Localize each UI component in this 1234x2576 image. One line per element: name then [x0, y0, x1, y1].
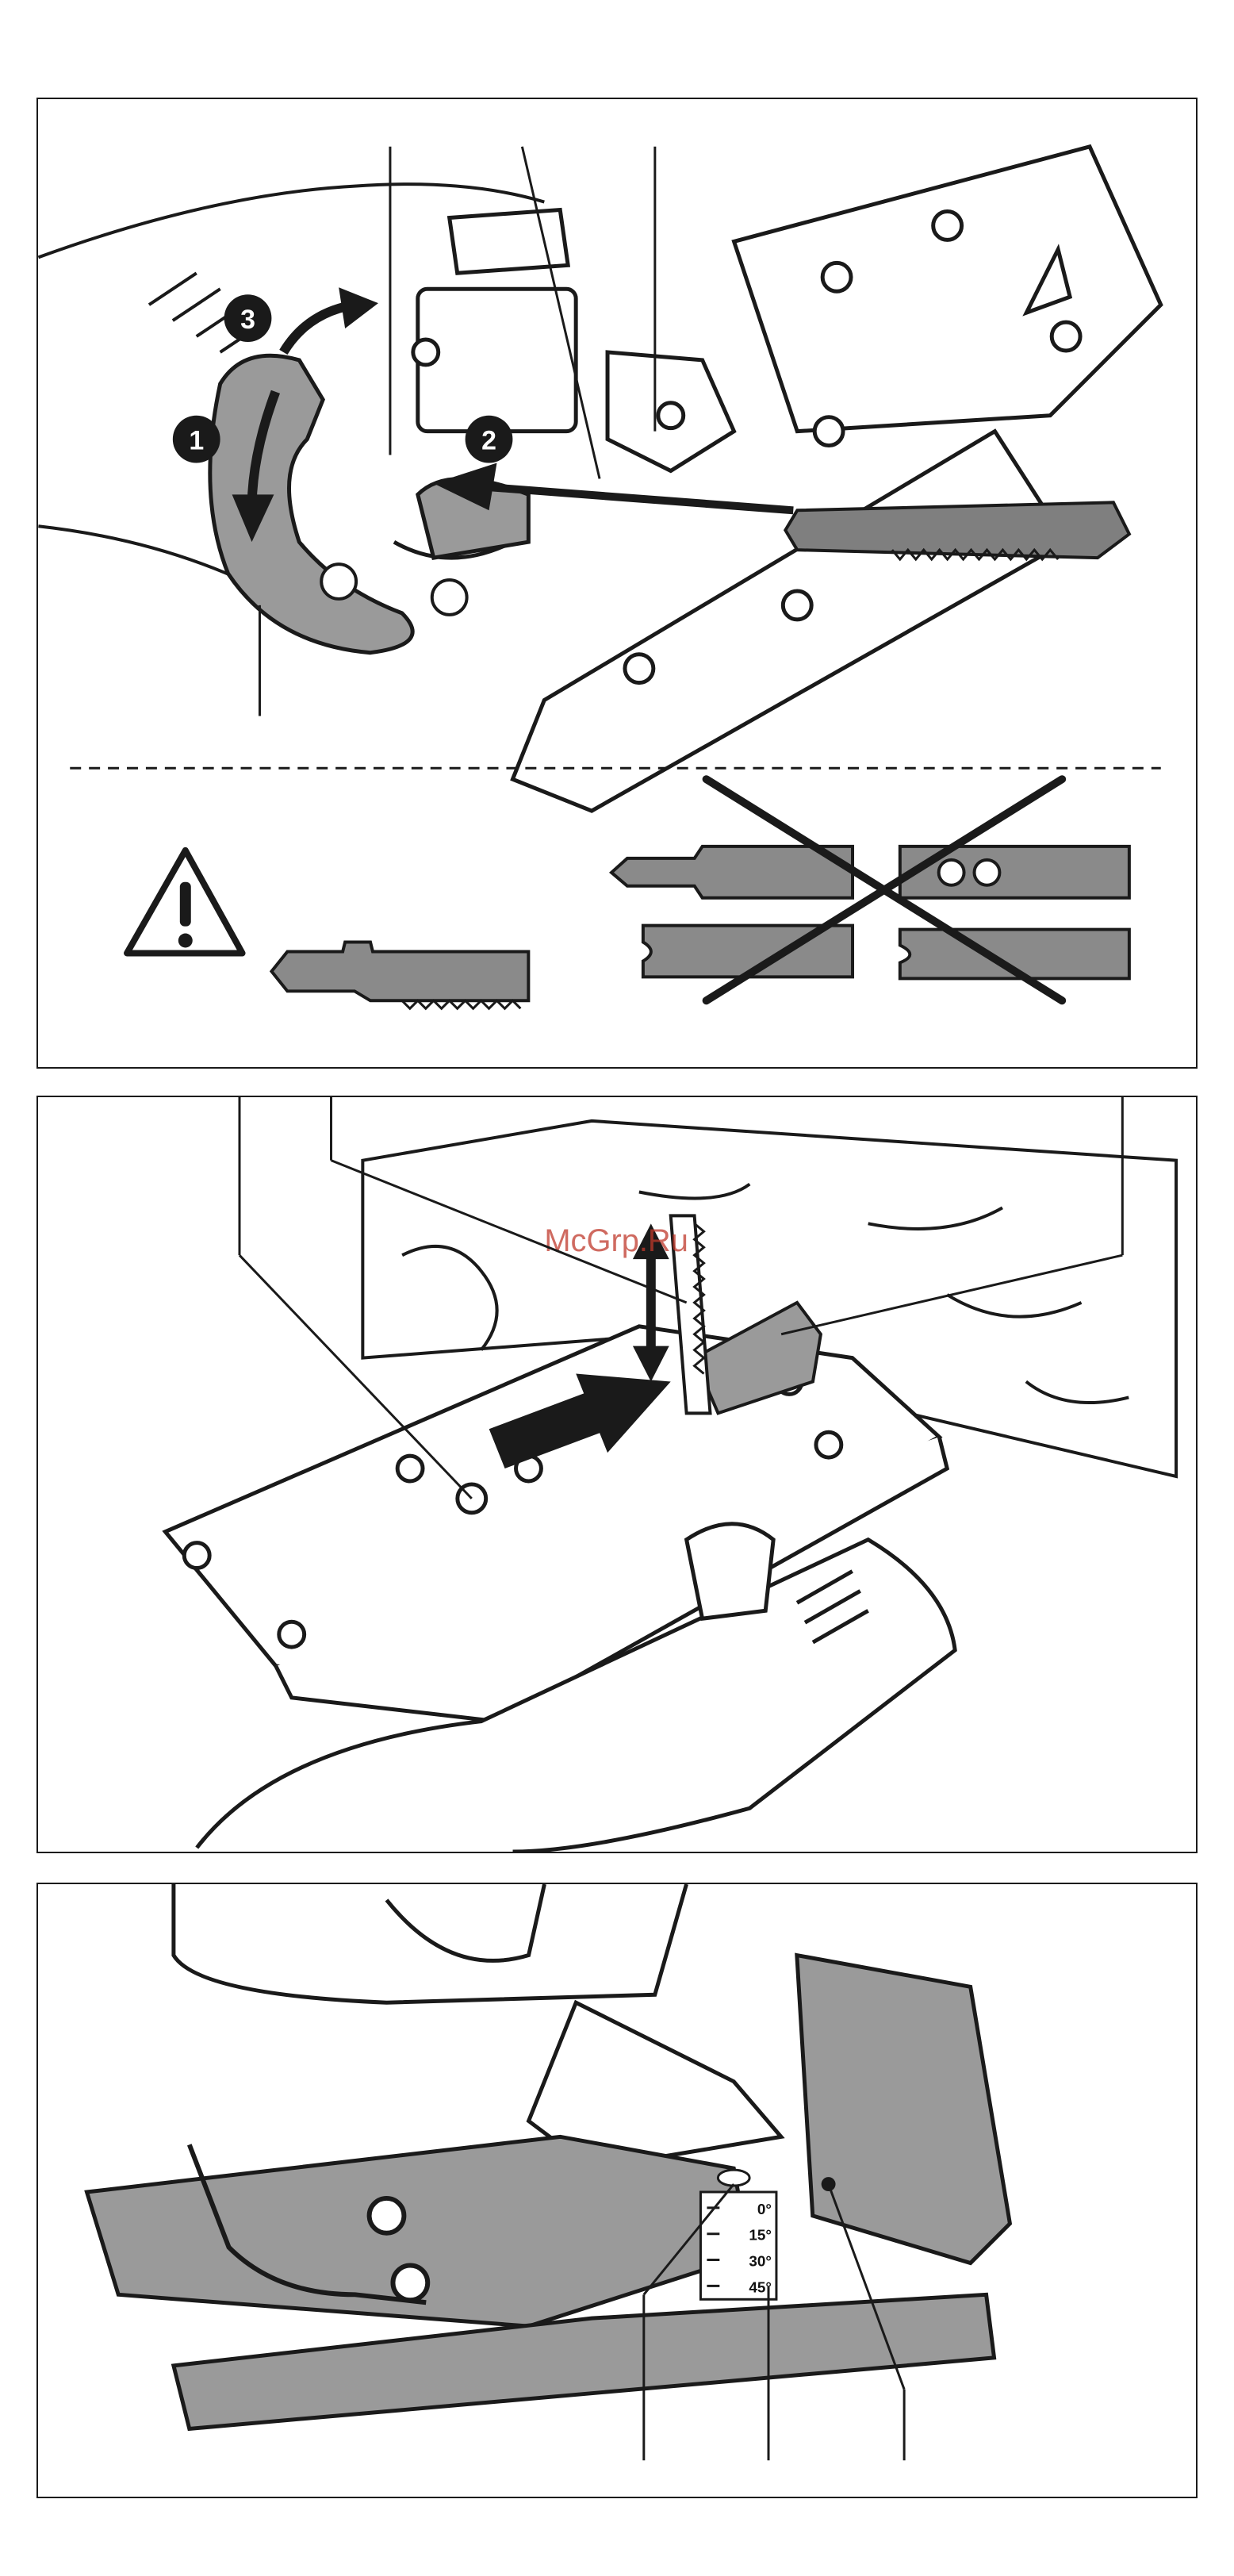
- baseplate-rail: [512, 147, 1160, 811]
- step-badge-1: 1: [173, 416, 220, 463]
- step-badge-2: 2: [466, 416, 513, 463]
- insert-arrow: [434, 463, 794, 510]
- bevel-scale-illustration: 0° 15° 30° 45°: [38, 1884, 1196, 2497]
- correct-blade-shank: [271, 942, 528, 1009]
- tool-body-outline: [174, 1884, 781, 2168]
- splinter-guard-illustration: McGrp.Ru: [38, 1097, 1196, 1852]
- incorrect-blade-shanks: [611, 847, 1129, 978]
- step-badge-3: 3: [224, 294, 272, 342]
- scale-mark-15: 15°: [749, 2228, 772, 2244]
- scale-mark-30: 30°: [749, 2254, 772, 2271]
- panel-splinter-guard: McGrp.Ru: [36, 1096, 1198, 1853]
- scale-mark-0: 0°: [757, 2202, 772, 2218]
- blade-change-illustration: 1 2 3: [38, 99, 1196, 1067]
- step-number-1: 1: [189, 426, 204, 456]
- rotate-arrow-up: [283, 287, 378, 352]
- panel-blade-change: 1 2 3: [36, 98, 1198, 1069]
- bevel-angle-scale: 0° 15° 30° 45°: [700, 2192, 776, 2299]
- baseplate-gray: [86, 1956, 1010, 2429]
- step-number-3: 3: [240, 305, 255, 335]
- saw-blade-insert: [785, 502, 1129, 559]
- step-number-2: 2: [481, 426, 496, 456]
- panel-bevel-scale: 0° 15° 30° 45°: [36, 1883, 1198, 2498]
- warning-triangle-icon: [127, 850, 243, 954]
